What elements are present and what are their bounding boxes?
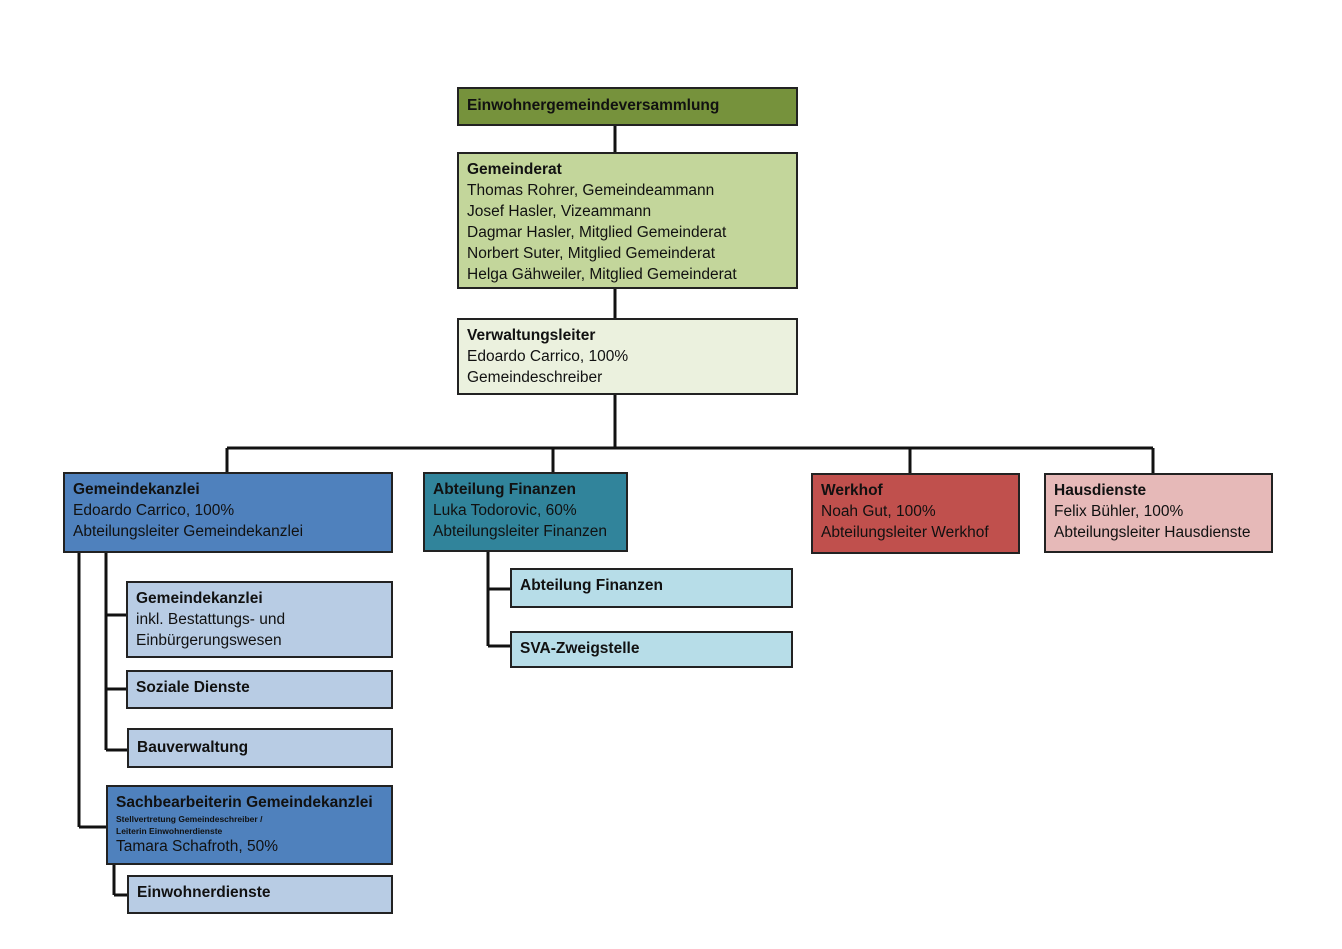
- node-line: Helga Gähweiler, Mitglied Gemeinderat: [467, 266, 737, 283]
- node-hausdienste-dept: Hausdienste Felix Bühler, 100% Abteilung…: [1044, 473, 1273, 553]
- node-line: Abteilungsleiter Finanzen: [433, 523, 608, 540]
- node-line: Abteilungsleiter Werkhof: [821, 524, 989, 541]
- node-verwaltungsleiter: Verwaltungsleiter Edoardo Carrico, 100% …: [457, 318, 798, 395]
- node-gemeindekanzlei-dept: Gemeindekanzlei Edoardo Carrico, 100% Ab…: [63, 472, 393, 553]
- node-einwohnergemeindeversammlung: Einwohnergemeindeversammlung: [457, 87, 798, 126]
- node-title: Sachbearbeiterin Gemeindekanzlei: [116, 794, 373, 811]
- node-line: Josef Hasler, Vizeammann: [467, 203, 652, 220]
- node-bauverwaltung: Bauverwaltung: [127, 728, 393, 768]
- node-line: Thomas Rohrer, Gemeindeammann: [467, 182, 715, 199]
- node-line: Edoardo Carrico, 100%: [467, 348, 629, 365]
- node-title: Abteilung Finanzen: [433, 481, 576, 498]
- node-subline: Stellvertretung Gemeindeschreiber /: [116, 814, 263, 824]
- node-line: Luka Todorovic, 60%: [433, 502, 577, 519]
- node-subline: Leiterin Einwohnerdienste: [116, 826, 223, 836]
- node-abteilung-finanzen-unit: Abteilung Finanzen: [510, 568, 793, 608]
- node-line: Dagmar Hasler, Mitglied Gemeinderat: [467, 224, 727, 241]
- node-title: Bauverwaltung: [137, 739, 249, 756]
- node-line: Abteilungsleiter Gemeindekanzlei: [73, 523, 304, 540]
- node-title: Soziale Dienste: [136, 679, 250, 696]
- node-gemeindekanzlei-unit: Gemeindekanzlei inkl. Bestattungs- und E…: [126, 581, 393, 658]
- node-line: Noah Gut, 100%: [821, 503, 936, 520]
- node-line: Edoardo Carrico, 100%: [73, 502, 235, 519]
- node-title: Einwohnergemeindeversammlung: [467, 97, 720, 114]
- node-line: inkl. Bestattungs- und: [136, 611, 286, 628]
- node-line: Einbürgerungswesen: [136, 632, 282, 649]
- node-line: Gemeindeschreiber: [467, 369, 603, 386]
- node-title: SVA-Zweigstelle: [520, 640, 640, 657]
- node-title: Abteilung Finanzen: [520, 577, 663, 594]
- node-title: Gemeinderat: [467, 161, 562, 178]
- node-gemeinderat: Gemeinderat Thomas Rohrer, Gemeindeamman…: [457, 152, 798, 289]
- node-title: Verwaltungsleiter: [467, 327, 596, 344]
- node-einwohnerdienste: Einwohnerdienste: [127, 875, 393, 914]
- node-line: Norbert Suter, Mitglied Gemeinderat: [467, 245, 716, 262]
- node-title: Hausdienste: [1054, 482, 1147, 499]
- node-sva-zweigstelle: SVA-Zweigstelle: [510, 631, 793, 668]
- node-line: Felix Bühler, 100%: [1054, 503, 1184, 520]
- node-abteilung-finanzen-dept: Abteilung Finanzen Luka Todorovic, 60% A…: [423, 472, 628, 552]
- node-line: Tamara Schafroth, 50%: [116, 838, 278, 855]
- node-werkhof-dept: Werkhof Noah Gut, 100% Abteilungsleiter …: [811, 473, 1020, 554]
- node-soziale-dienste: Soziale Dienste: [126, 670, 393, 709]
- node-title: Gemeindekanzlei: [73, 481, 200, 498]
- node-title: Einwohnerdienste: [137, 884, 271, 901]
- node-title: Gemeindekanzlei: [136, 590, 263, 607]
- node-sachbearbeiterin: Sachbearbeiterin Gemeindekanzlei Stellve…: [106, 785, 393, 865]
- node-line: Abteilungsleiter Hausdienste: [1054, 524, 1251, 541]
- node-title: Werkhof: [821, 482, 883, 499]
